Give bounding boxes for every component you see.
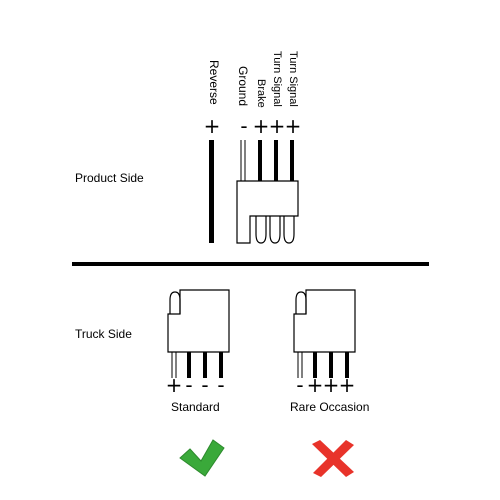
standard-housing: [167, 289, 230, 353]
truck-side-title: Truck Side: [75, 327, 132, 341]
truck-standard-connector: [167, 289, 230, 378]
green-checkmark-icon: [179, 439, 225, 477]
rare-polarity-4: +: [339, 373, 356, 397]
rare-polarity-2: +: [307, 373, 324, 397]
standard-polarity-3: -: [201, 373, 208, 397]
product-polarity-turn-1: +: [269, 114, 286, 138]
product-polarity-turn-2: +: [285, 114, 302, 138]
product-turn-wire-2: [290, 140, 294, 181]
rare-polarity-3: +: [323, 373, 340, 397]
product-connector: [236, 140, 299, 244]
standard-polarity-1: +: [166, 373, 183, 397]
product-side-title: Product Side: [75, 171, 144, 185]
red-x-icon: [312, 440, 354, 477]
section-divider: [72, 262, 429, 266]
product-polarity-brake: +: [253, 114, 270, 138]
standard-caption: Standard: [171, 400, 220, 414]
product-brake-wire: [258, 140, 262, 181]
product-pin-2: [269, 216, 281, 244]
rare-caption: Rare Occasion: [290, 400, 370, 414]
rare-latch: [295, 291, 307, 314]
product-housing: [236, 180, 299, 244]
rare-polarity-1: -: [296, 373, 303, 397]
standard-polarity-4: -: [217, 373, 224, 397]
reverse-wire: [209, 140, 214, 243]
standard-polarity-2: -: [185, 373, 192, 397]
product-polarity-reverse: +: [204, 114, 221, 138]
product-turn-wire-1: [274, 140, 278, 181]
rare-housing: [293, 289, 356, 353]
product-polarity-ground: -: [240, 114, 247, 138]
product-pin-1: [255, 216, 267, 244]
product-pin-3: [283, 216, 295, 244]
standard-latch: [169, 291, 181, 314]
truck-rare-connector: [293, 289, 356, 378]
